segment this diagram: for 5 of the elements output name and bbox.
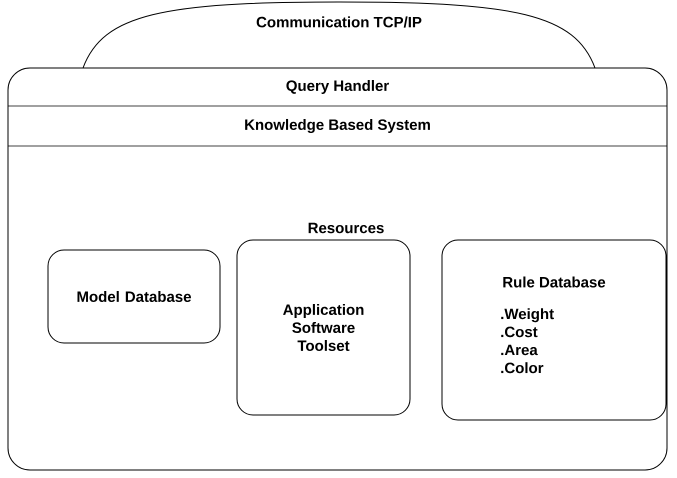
layer-band: Query Handler bbox=[8, 80, 668, 106]
component-box: Rule Database .Weight .Cost .Area .Color bbox=[442, 240, 666, 420]
component-box: Model Database bbox=[48, 250, 220, 344]
component-box: Application Software Toolset bbox=[236, 240, 410, 416]
layer-band: Knowledge Based System bbox=[8, 118, 668, 146]
